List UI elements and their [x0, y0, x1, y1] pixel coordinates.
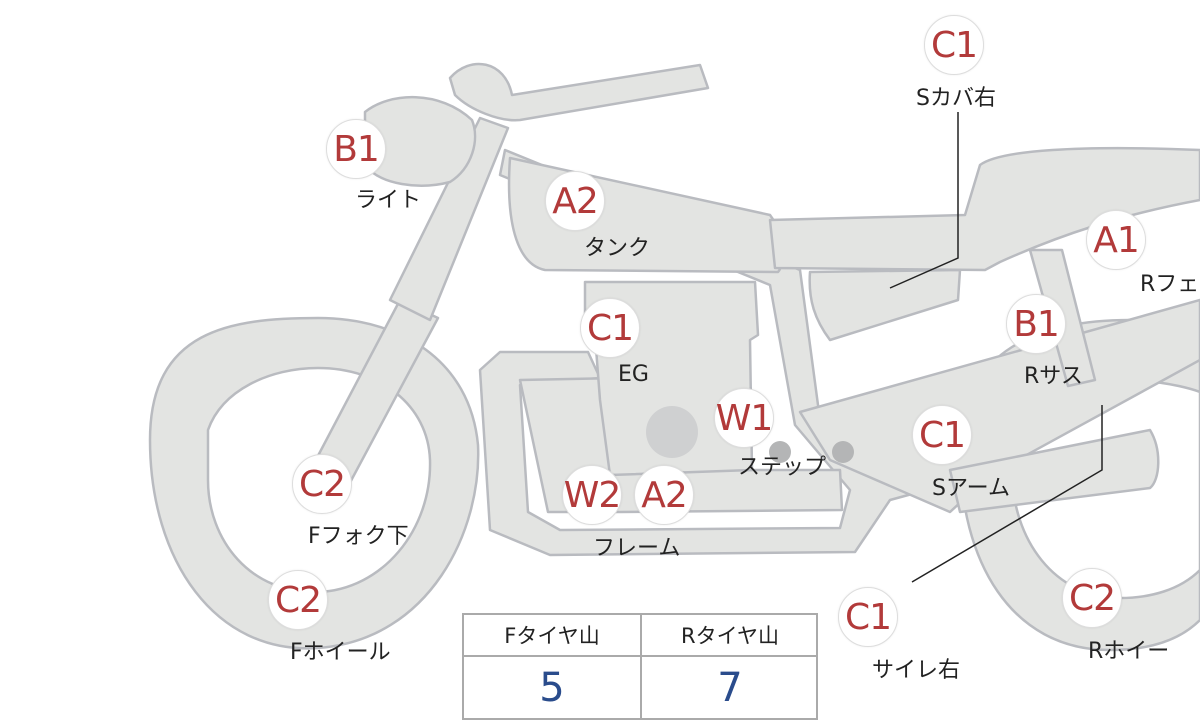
grade-badge-step: W1 [714, 388, 774, 448]
rear-tire-tread-value: 7 [717, 665, 743, 711]
label-swing-arm: Sアーム [932, 476, 1010, 501]
grade-badge-swing-arm: C1 [912, 405, 972, 465]
label-front-wheel: Fホイール [290, 640, 391, 665]
step-peg-icon [769, 441, 791, 463]
label-rear-wheel: Rホイー [1088, 639, 1170, 664]
grade-badge-muffler-right: C1 [838, 587, 898, 647]
label-frame: フレーム [593, 536, 681, 561]
label-light: ライト [355, 188, 422, 213]
grade-badge-front-fork-lower: C2 [292, 454, 352, 514]
label-s-cover-right: Sカバ右 [916, 86, 996, 111]
label-step: ステップ [738, 455, 827, 480]
label-rear-suspension: Rサス [1024, 364, 1083, 389]
muffler-shape [948, 428, 1160, 514]
grade-badge-tank: A2 [545, 171, 605, 231]
handlebar-shape [448, 62, 710, 122]
grade-badge-front-wheel: C2 [268, 570, 328, 630]
step-peg-icon [832, 441, 854, 463]
table-divider [640, 615, 642, 718]
grade-badge-frame-b: A2 [634, 465, 694, 525]
label-muffler-right: サイレ右 [872, 658, 961, 683]
front-tire-tread-value: 5 [539, 665, 565, 711]
grade-badge-light: B1 [326, 119, 386, 179]
side-cover-shape [808, 268, 962, 342]
grade-badge-rear-fender: A1 [1086, 210, 1146, 270]
label-rear-fender: Rフェ [1140, 272, 1200, 297]
grade-badge-frame-a: W2 [562, 465, 622, 525]
leader-line-muffler [911, 405, 1103, 583]
label-engine: EG [618, 362, 649, 387]
rear-tire-tread-header: Rタイヤ山 [681, 624, 779, 648]
engine-cover-circle [646, 406, 698, 458]
grade-badge-rear-suspension: B1 [1006, 294, 1066, 354]
grade-badge-rear-wheel: C2 [1062, 568, 1122, 628]
front-wheel-shape [148, 316, 480, 650]
leader-line-s-cover [889, 112, 959, 289]
tire-tread-table: Fタイヤ山 Rタイヤ山 5 7 [462, 613, 818, 720]
grade-badge-engine: C1 [580, 298, 640, 358]
grade-badge-s-cover-right: C1 [924, 15, 984, 75]
label-tank: タンク [584, 236, 651, 261]
headlight-shape [363, 96, 477, 187]
front-tire-tread-header: Fタイヤ山 [504, 624, 600, 648]
seat-shape [768, 146, 1200, 272]
label-front-fork-lower: Fフォク下 [308, 524, 409, 549]
